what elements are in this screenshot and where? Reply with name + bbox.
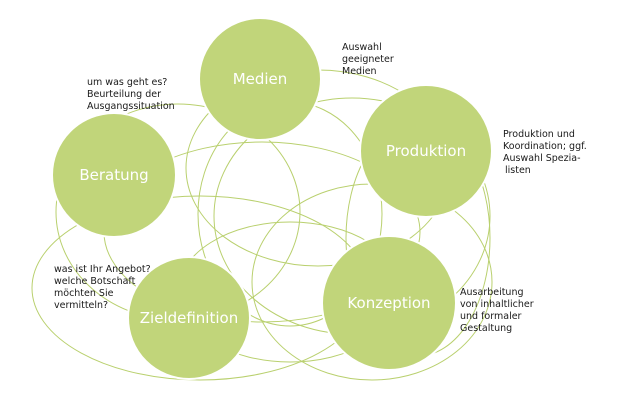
annotation-medien: Auswahl geeigneter Medien: [342, 42, 394, 78]
annotation-line: um was geht es?: [87, 77, 168, 88]
annotation-line: Beurteilung der: [87, 89, 162, 100]
annotation-line: Gestaltung: [460, 323, 513, 334]
annotation-line: listen: [505, 165, 531, 176]
annotation-line: möchten Sie: [54, 288, 114, 299]
node-beratung: Beratung: [51, 112, 177, 238]
node-beratung-circle: [51, 112, 177, 238]
annotation-line: was ist Ihr Angebot?: [54, 264, 151, 275]
node-produktion: Produktion: [359, 84, 493, 218]
node-konzeption-circle: [321, 235, 457, 371]
annotation-beratung: um was geht es? Beurteilung der Ausgangs…: [87, 77, 175, 113]
annotation-line: Ausarbeitung: [460, 287, 524, 298]
annotation-line: geeigneter: [342, 54, 394, 65]
node-konzeption-label: Konzeption: [347, 294, 430, 312]
node-medien-label: Medien: [233, 70, 288, 88]
annotation-zieldefinition: was ist Ihr Angebot? welche Botschaft mö…: [54, 264, 151, 312]
annotation-konzeption: Ausarbeitung von inhaltlicher und formal…: [460, 287, 534, 335]
node-produktion-label: Produktion: [386, 142, 466, 160]
annotation-line: vermitteln?: [54, 300, 109, 311]
annotation-line: von inhaltlicher: [460, 299, 534, 310]
annotation-produktion: Produktion und Koordination; ggf. Auswah…: [503, 129, 587, 177]
annotation-line: und formaler: [460, 311, 522, 322]
annotation-line: welche Botschaft: [54, 276, 136, 287]
node-beratung-label: Beratung: [79, 166, 148, 184]
node-medien: Medien: [198, 17, 322, 141]
node-zieldefinition-label: Zieldefinition: [140, 309, 238, 327]
node-medien-circle: [198, 17, 322, 141]
node-produktion-circle: [359, 84, 493, 218]
node-zieldefinition-circle: [127, 256, 251, 380]
annotation-line: Auswahl: [342, 42, 382, 53]
annotation-line: Produktion und: [503, 129, 575, 140]
annotation-line: Medien: [342, 66, 377, 77]
node-zieldefinition: Zieldefinition: [127, 256, 251, 380]
annotation-line: Auswahl Spezia-: [503, 153, 581, 164]
annotation-line: Ausgangssituation: [87, 101, 175, 112]
annotation-line: Koordination; ggf.: [503, 141, 587, 152]
node-konzeption: Konzeption: [321, 235, 457, 371]
